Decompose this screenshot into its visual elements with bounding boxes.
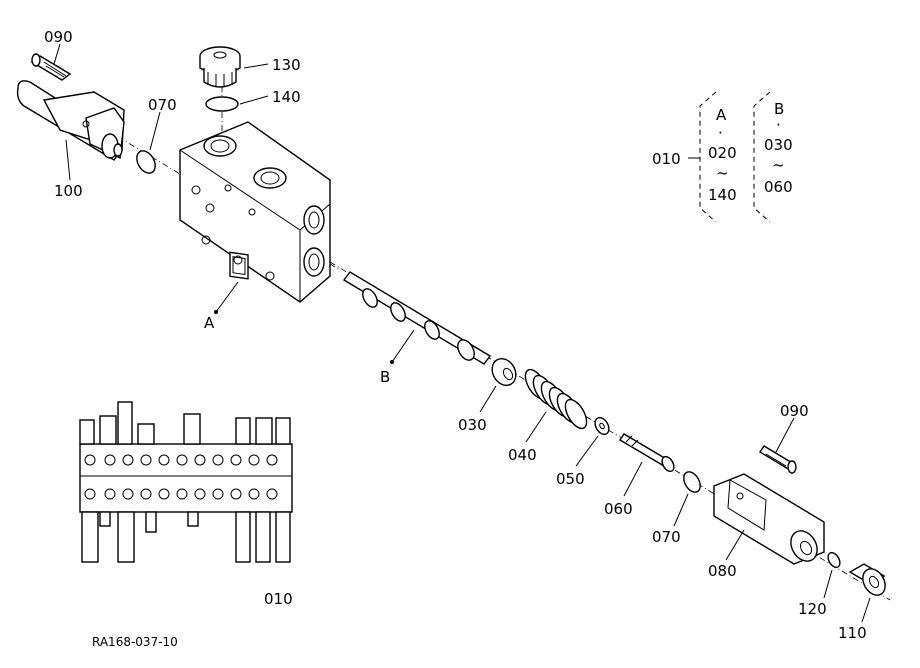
legend-group-a-to: 140 <box>708 186 737 204</box>
o-ring-120 <box>827 551 841 569</box>
plug-130 <box>199 46 241 88</box>
label-040: 040 <box>508 446 537 464</box>
label-070-lower: 070 <box>652 528 681 546</box>
legend-group-b-dot: · <box>776 116 781 134</box>
label-130: 130 <box>272 56 301 74</box>
label-090-lower: 090 <box>780 402 809 420</box>
spring-040 <box>524 368 588 430</box>
legend-group-a-from: 020 <box>708 144 737 162</box>
legend-assembly-number: 010 <box>652 150 681 168</box>
o-ring-070-upper <box>136 150 156 174</box>
label-110: 110 <box>838 624 867 642</box>
assembly-view-010 <box>79 401 293 563</box>
solenoid-080 <box>713 473 825 565</box>
label-B: B <box>380 368 390 386</box>
bolt-090-upper <box>30 53 72 81</box>
bolt-060 <box>619 433 675 473</box>
o-ring-140 <box>205 96 239 112</box>
o-ring-070-lower <box>683 471 701 493</box>
plug-110 <box>848 563 886 596</box>
label-060: 060 <box>604 500 633 518</box>
legend-group-a-dot: · <box>718 124 723 142</box>
label-010-assembly: 010 <box>264 590 293 608</box>
legend-group-a-letter: A <box>716 106 727 124</box>
label-A: A <box>204 314 215 332</box>
label-140: 140 <box>272 88 301 106</box>
legend-group-b-letter: B <box>774 100 784 118</box>
legend-group-a-tilde: ~ <box>716 164 729 182</box>
label-080: 080 <box>708 562 737 580</box>
label-090-upper: 090 <box>44 28 73 46</box>
label-070-upper: 070 <box>148 96 177 114</box>
label-030: 030 <box>458 416 487 434</box>
legend-group-b-tilde: ~ <box>772 156 785 174</box>
label-120: 120 <box>798 600 827 618</box>
legend-group-b-to: 060 <box>764 178 793 196</box>
bolt-090-lower <box>759 445 797 474</box>
leader-lines <box>53 43 871 623</box>
legend-brackets <box>688 91 771 223</box>
spool-B <box>342 271 492 365</box>
solenoid-100 <box>16 80 125 161</box>
valve-section-body <box>179 121 331 303</box>
figure-code: RA168-037-10 <box>92 635 178 649</box>
washer-050 <box>594 416 610 436</box>
label-050: 050 <box>556 470 585 488</box>
spring-seat-030 <box>491 357 517 387</box>
legend-group-b-from: 030 <box>764 136 793 154</box>
label-100: 100 <box>54 182 83 200</box>
